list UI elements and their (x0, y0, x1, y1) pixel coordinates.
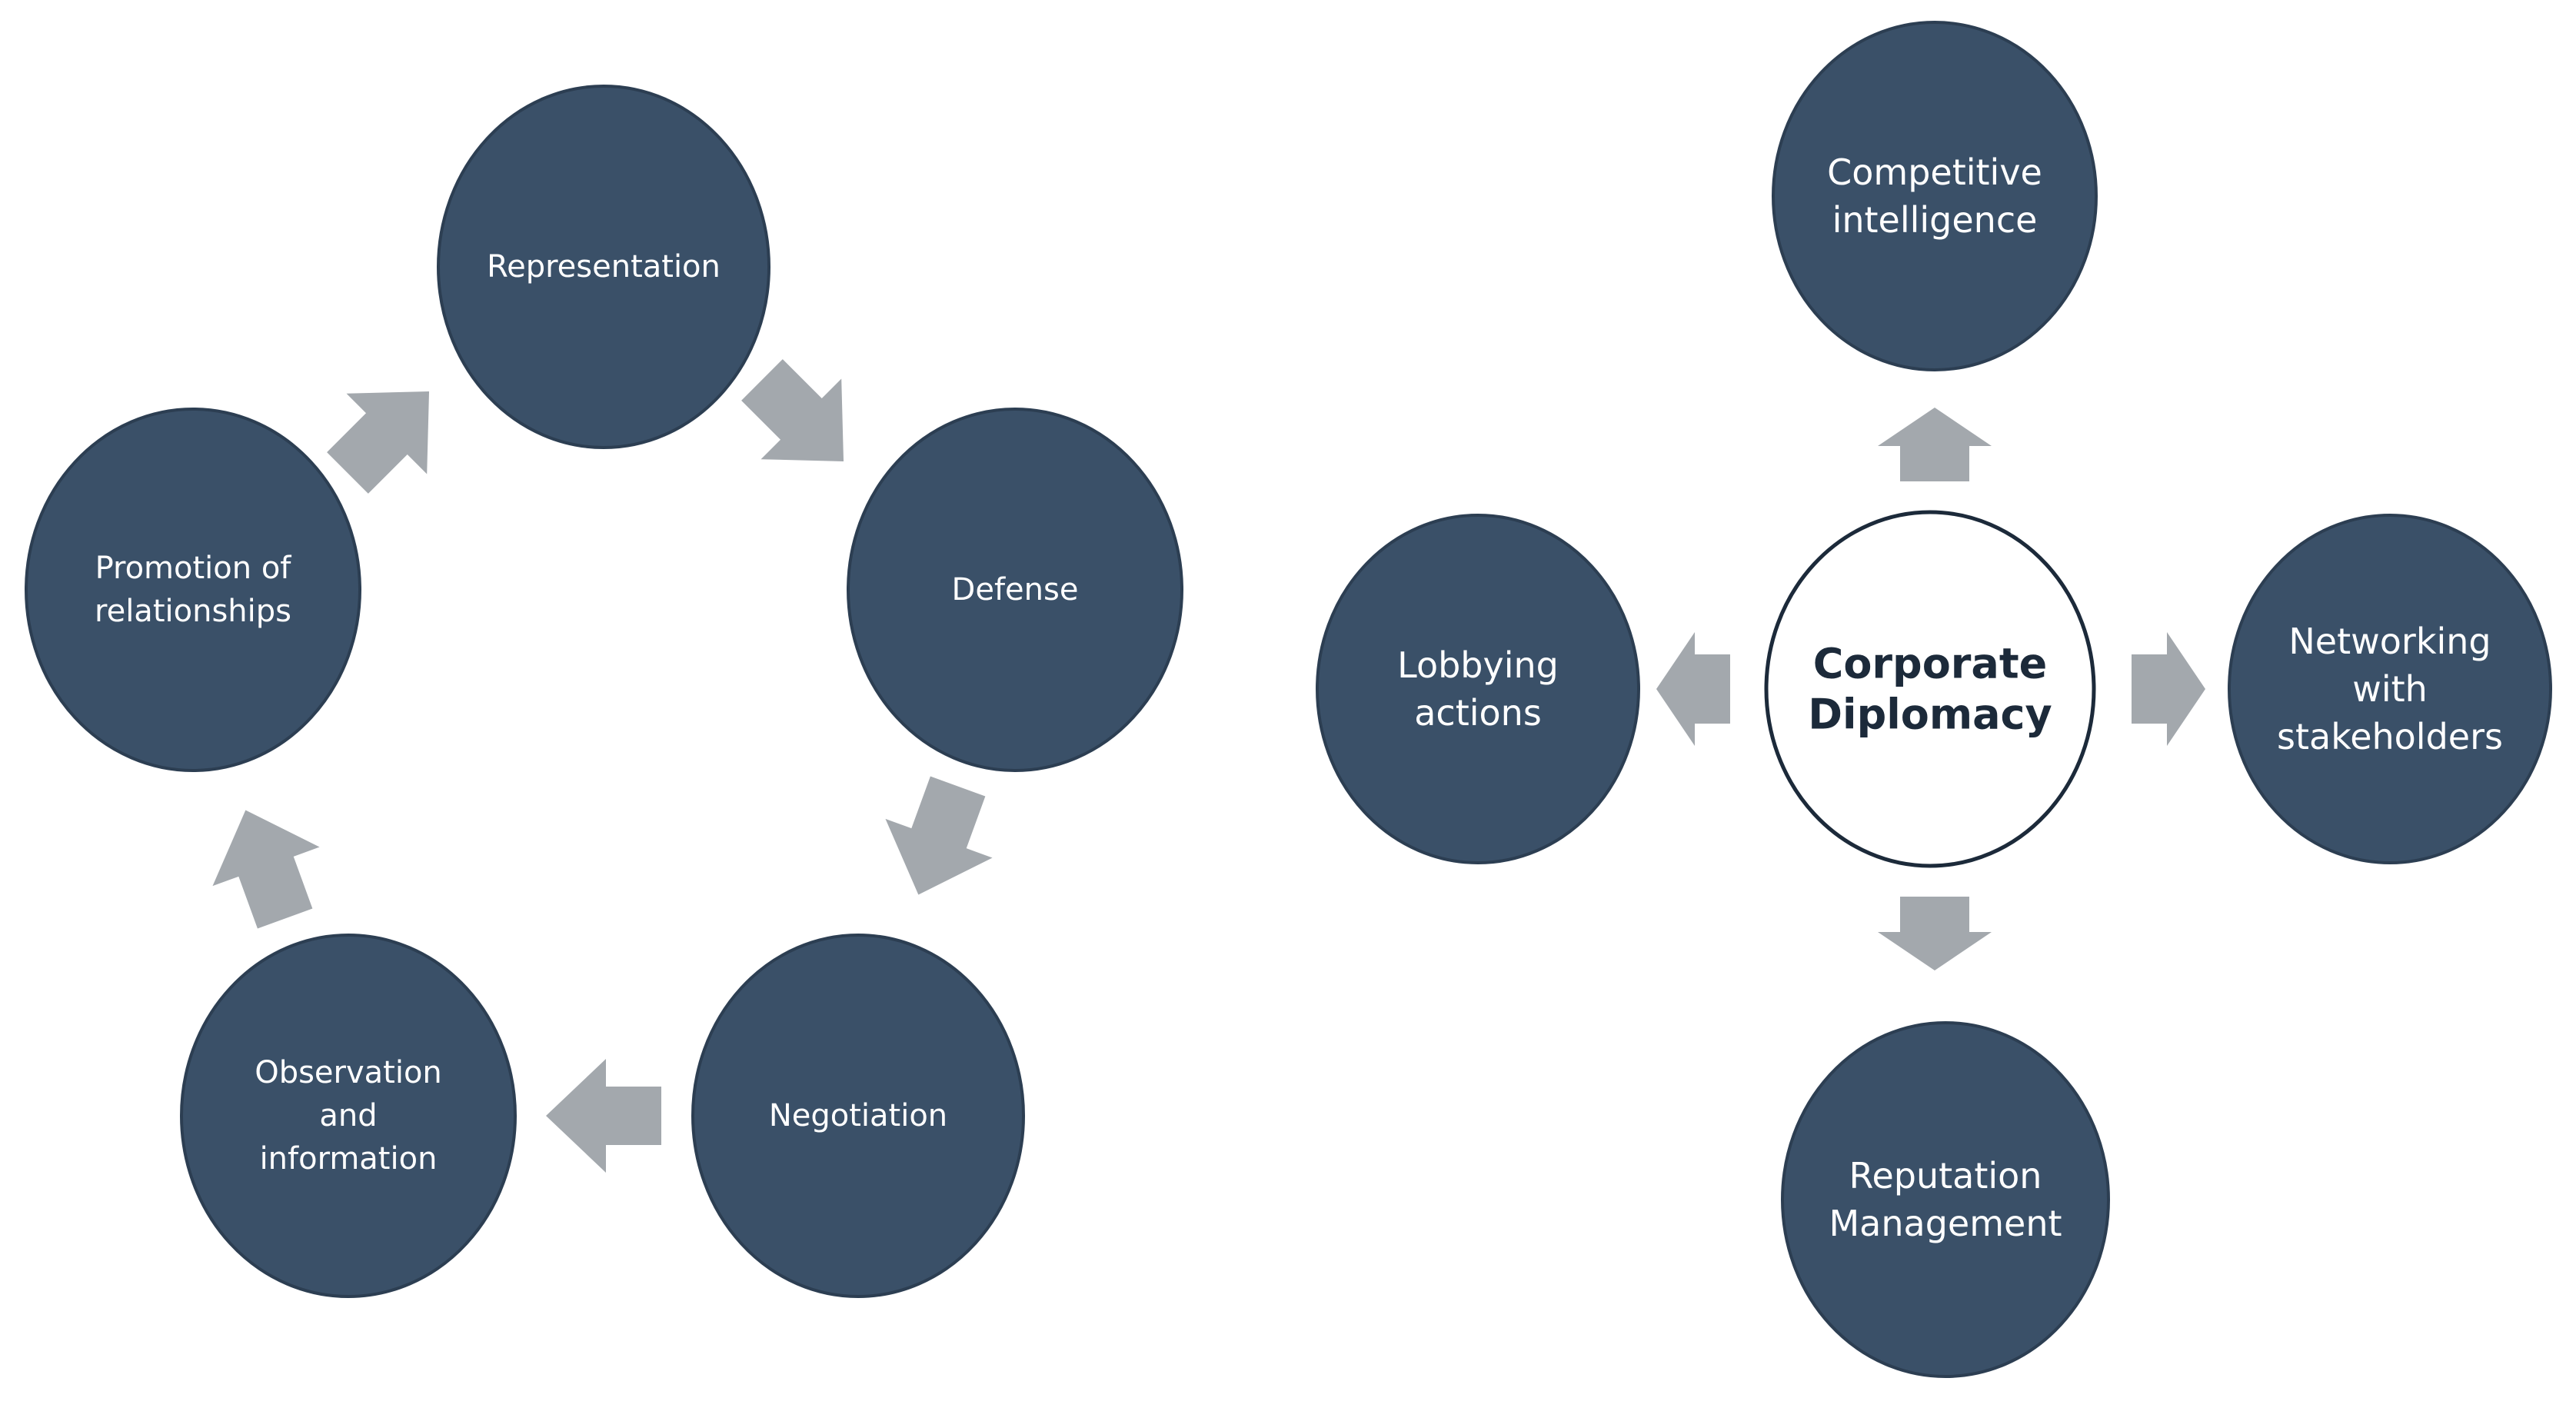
spoke-node-networking-label: stakeholders (2277, 716, 2503, 757)
cycle-node-defense: Defense (847, 408, 1183, 772)
cycle-node-promotion-circle (25, 408, 361, 772)
cycle-node-negotiation-circle (691, 934, 1025, 1298)
spoke-node-competitive-intelligence-label: Competitive (1827, 151, 2042, 193)
cycle-node-observation: Observation and information (180, 934, 517, 1298)
cycle-node-representation: Representation (437, 85, 770, 449)
spoke-node-competitive-intelligence: Competitive intelligence (1772, 21, 2098, 371)
arrow-to-networking (2132, 632, 2205, 746)
spoke-node-lobbying: Lobbying actions (1316, 514, 1640, 864)
cycle-node-observation-circle (180, 934, 517, 1298)
cycle-node-promotion-label: Promotion of (95, 551, 292, 586)
spoke-node-competitive-intelligence-label: intelligence (1832, 199, 2038, 241)
arrow-defense-to-negotiation (885, 776, 993, 895)
cycle-node-observation-label: information (260, 1141, 438, 1177)
cycle-node-representation-circle (437, 85, 770, 449)
spoke-node-reputation-circle (1781, 1021, 2110, 1378)
arrow-representation-to-defense (741, 359, 844, 462)
arrow-to-competitive-intelligence (1878, 408, 1992, 481)
cycle-node-defense-circle (847, 408, 1183, 772)
spoke-node-networking-label: with (2352, 668, 2428, 710)
cycle-node-defense-label: Defense (952, 572, 1079, 607)
spoke-node-lobbying-label: actions (1414, 692, 1542, 734)
arrow-promotion-to-representation (327, 391, 430, 494)
spoke-node-lobbying-label: Lobbying (1397, 644, 1559, 686)
spoke-node-reputation-label: Management (1829, 1203, 2062, 1244)
arrow-observation-to-promotion (212, 810, 320, 929)
cycle-node-promotion-label: relationships (95, 594, 291, 629)
spoke-node-lobbying-circle (1316, 514, 1640, 864)
cycle-node-observation-label: Observation (255, 1055, 442, 1090)
arrow-to-lobbying (1656, 632, 1730, 746)
center-node-corporate-diplomacy-circle (1764, 510, 2096, 868)
spoke-node-networking-label: Networking (2288, 621, 2491, 662)
cycle-node-observation-label: and (319, 1098, 377, 1133)
cycle-node-negotiation: Negotiation (691, 934, 1025, 1298)
spoke-node-networking-circle (2228, 514, 2552, 864)
cycle-node-negotiation-label: Negotiation (769, 1098, 947, 1133)
cycle-node-promotion: Promotion of relationships (25, 408, 361, 772)
spoke-node-networking: Networking with stakeholders (2228, 514, 2552, 864)
center-node-corporate-diplomacy-label: Diplomacy (1808, 691, 2052, 739)
spoke-node-reputation-label: Reputation (1849, 1155, 2042, 1197)
arrow-negotiation-to-observation (546, 1059, 661, 1173)
cycle-node-representation-label: Representation (487, 249, 721, 285)
center-node-corporate-diplomacy-label: Corporate (1813, 640, 2048, 688)
spoke-node-competitive-intelligence-circle (1772, 21, 2098, 371)
arrow-to-reputation (1878, 897, 1992, 970)
